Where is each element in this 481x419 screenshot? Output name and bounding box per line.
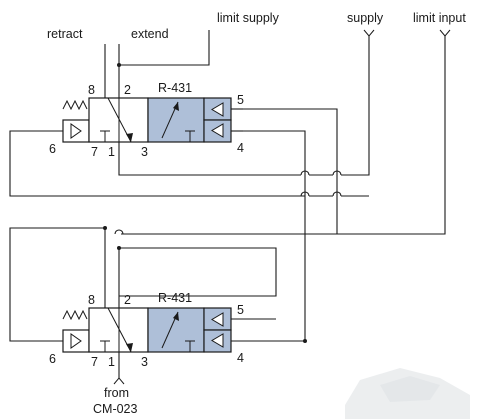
wiring (9, 30, 446, 385)
flow-arrow-icon (126, 343, 133, 352)
limit-supply-label: limit supply (217, 11, 280, 25)
flow-arrow-icon (126, 133, 133, 142)
port-7-label: 7 (91, 355, 98, 369)
valve-model-label: R-431 (158, 81, 192, 95)
wire-crossover-hop (300, 191, 310, 197)
port-5-label: 5 (237, 93, 244, 107)
valve-2: R-431 8 2 5 6 7 1 3 4 (49, 291, 244, 369)
limit-input-connector-icon (439, 29, 451, 37)
spring-icon (62, 99, 88, 111)
exhaust-t-icon (100, 340, 110, 352)
pilot-triangle-icon (70, 333, 82, 349)
wire-crossover-hop (114, 229, 124, 235)
junction-dot (117, 246, 121, 250)
port-3-label: 3 (141, 145, 148, 159)
port-7-label: 7 (91, 145, 98, 159)
port-8-label: 8 (88, 83, 95, 97)
from-label: from (104, 386, 129, 400)
port-4-label: 4 (237, 351, 244, 365)
exhaust-t-icon (185, 130, 195, 142)
port-2-label: 2 (124, 293, 131, 307)
port-5-label: 5 (237, 303, 244, 317)
supply-label: supply (347, 11, 384, 25)
port-4-label: 4 (237, 141, 244, 155)
faded-component-photo (345, 368, 470, 419)
flow-arrow-icon (173, 102, 179, 111)
port-6-label: 6 (49, 352, 56, 366)
limit-input-label: limit input (413, 11, 466, 25)
pilot-triangle-icon (70, 123, 82, 139)
exhaust-t-icon (100, 130, 110, 142)
port-6-label: 6 (49, 142, 56, 156)
extend-label: extend (131, 27, 169, 41)
port-8-label: 8 (88, 293, 95, 307)
pilot-triangle-icon (211, 312, 224, 327)
port-1-label: 1 (108, 355, 115, 369)
port-2-label: 2 (124, 83, 131, 97)
pilot-triangle-icon (211, 102, 224, 117)
retract-label: retract (47, 27, 83, 41)
source-label: CM-023 (93, 402, 138, 416)
port-3-label: 3 (141, 355, 148, 369)
junction-dot (303, 339, 307, 343)
source-connector-icon (113, 377, 125, 385)
port-1-label: 1 (108, 145, 115, 159)
supply-connector-icon (363, 29, 375, 37)
flow-arrow-icon (173, 312, 179, 321)
wire-crossover-hop (332, 191, 342, 197)
junction-dot (117, 63, 121, 67)
valve-1: R-431 8 2 5 6 7 1 3 4 (49, 81, 244, 159)
valve-model-label: R-431 (158, 291, 192, 305)
pilot-triangle-icon (211, 123, 224, 138)
pilot-triangle-icon (211, 333, 224, 348)
exhaust-t-icon (185, 340, 195, 352)
spring-icon (62, 309, 88, 321)
